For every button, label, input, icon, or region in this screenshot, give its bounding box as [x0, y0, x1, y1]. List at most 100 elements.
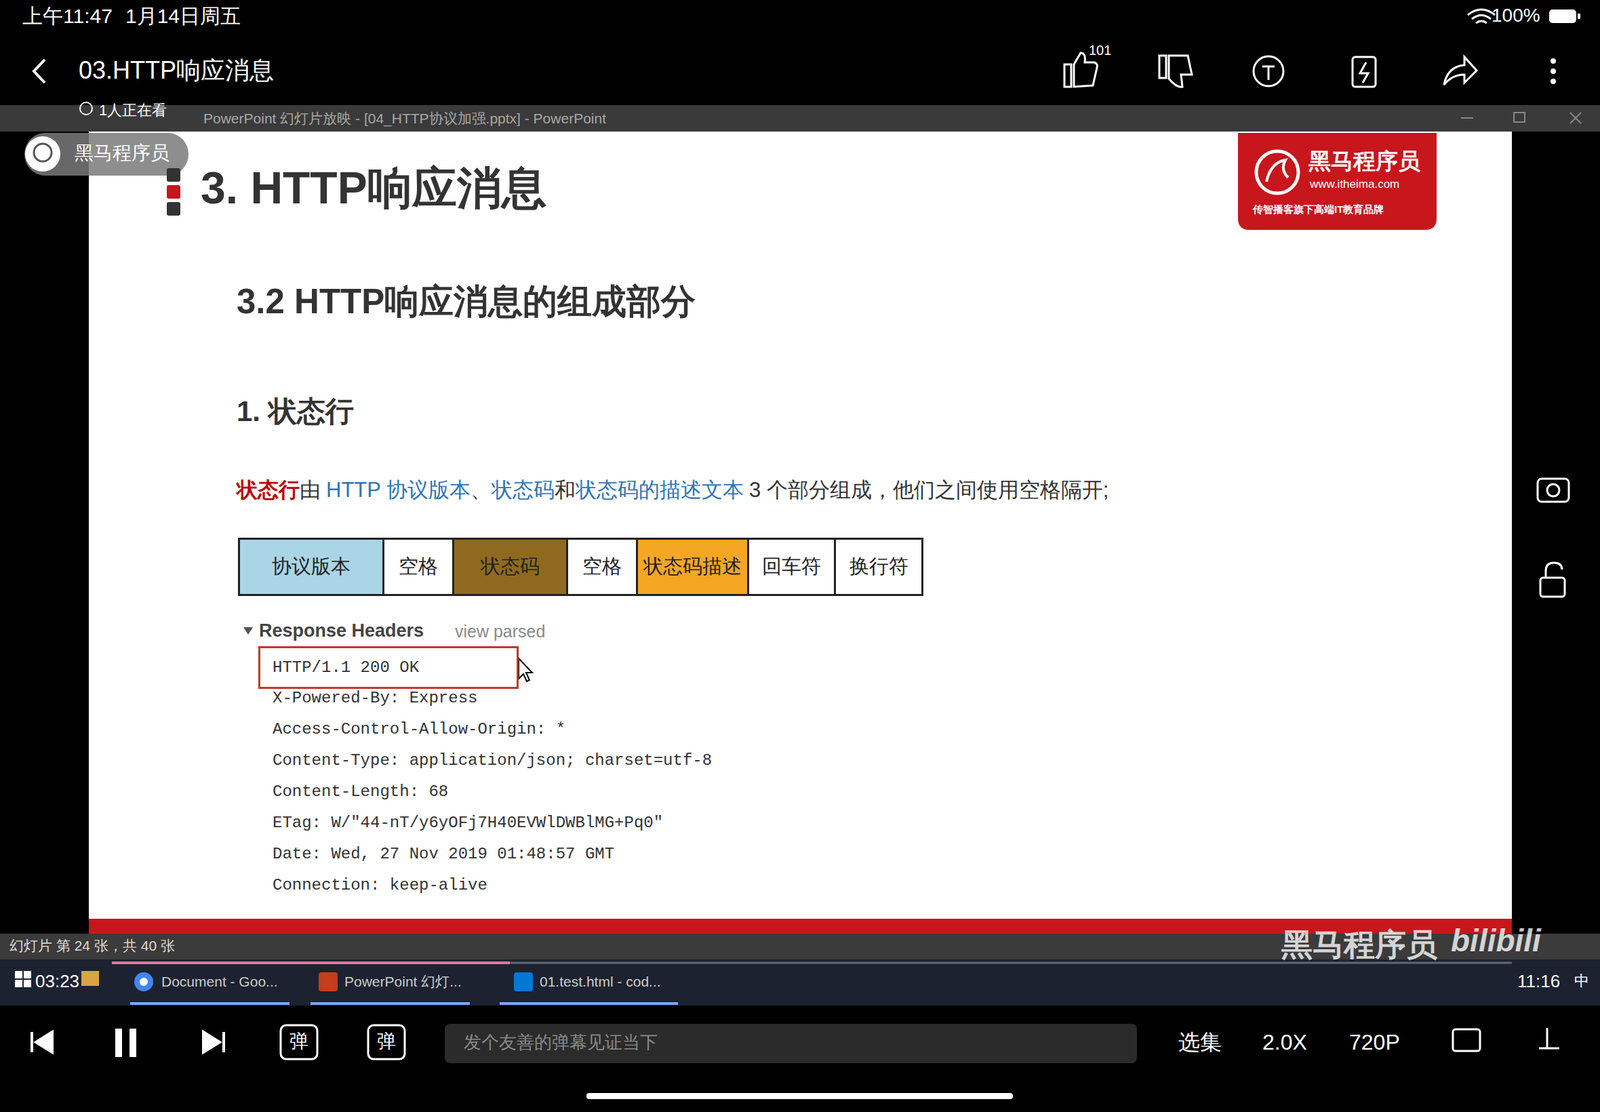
box-text: 空格 [582, 553, 622, 581]
box-text: 回车符 [762, 553, 822, 581]
title-marker [166, 202, 181, 216]
input-method: 中 [1574, 972, 1590, 990]
box-text: 状态码描述 [643, 553, 742, 581]
header-line: X-Powered-By: Express [272, 688, 478, 709]
slide-counter: 幻灯片 第 24 张，共 40 张 [9, 936, 175, 954]
logo-slogan: 传智播客旗下高端IT教育品牌 [1252, 203, 1384, 216]
active-app-underline [310, 1002, 470, 1005]
more-dot [1550, 78, 1556, 85]
episode-button: 选集 [1178, 1029, 1222, 1055]
camera-lens [1547, 484, 1560, 497]
sentence-part: 状态码 [491, 475, 555, 505]
windows-logo [23, 979, 32, 988]
restore-icon [1513, 112, 1525, 123]
danmaku-settings [368, 1025, 405, 1059]
lock-shackle [1545, 562, 1563, 578]
title-marker [166, 168, 181, 182]
ppt-title-bar [0, 105, 1600, 132]
screenshot-icon [1537, 478, 1569, 502]
header-line: Content-Length: 68 [272, 782, 449, 803]
header-line: Content-Type: application/json; charset=… [272, 751, 712, 771]
section-heading: 3.2 HTTP响应消息的组成部分 [236, 280, 696, 323]
sentence-part: 状态码的描述文本 [575, 475, 744, 505]
chrome-icon [134, 972, 154, 992]
header-line: Access-Control-Allow-Origin: * [272, 720, 566, 740]
exit-fullscreen-icon [1538, 1027, 1560, 1049]
sentence-part: 状态行 [236, 475, 300, 505]
danmaku-icon-text: 弹 [289, 1029, 309, 1053]
charge-icon [1352, 56, 1376, 87]
sentence-part: 、 [470, 475, 492, 505]
box-text: 换行符 [849, 553, 909, 581]
uploader-avatar [25, 136, 61, 172]
minimize-icon [1461, 117, 1474, 119]
box-text: 协议版本 [271, 553, 351, 581]
charge-bolt [1360, 62, 1369, 83]
box-text: 状态码 [480, 553, 540, 581]
like-count: 101 [1088, 42, 1112, 59]
sentence-part: 3 个部分组成，他们之间使用空格隔开; [749, 475, 1109, 505]
viewer-count: 1人正在看 [98, 101, 167, 120]
dislike-icon [1159, 55, 1192, 87]
share-icon [1444, 56, 1477, 85]
watermark: bilibili [1450, 922, 1542, 960]
field-box: 状态码描述 [635, 537, 750, 596]
quality-button: 720P [1349, 1029, 1400, 1055]
video-title: 03.HTTP响应消息 [78, 55, 274, 85]
mouse-cursor [518, 658, 533, 682]
logo-box [1237, 132, 1437, 230]
highlight-box: HTTP/1.1 200 OK [258, 646, 519, 689]
logo-url: www.itheima.com [1309, 177, 1400, 192]
field-box: 回车符 [747, 537, 836, 596]
battery-icon [1549, 9, 1577, 24]
uploader-badge [24, 132, 189, 176]
header-line: ETag: W/"44-nT/y6yOFj7H40EVWlDWBlMG+Pq0" [272, 813, 664, 834]
danmaku-icon-text: 弹 [376, 1029, 396, 1053]
header-line: Date: Wed, 27 Nov 2019 01:48:57 GMT [272, 844, 615, 865]
uploader-name: 黑马程序员 [74, 141, 170, 165]
box-text: HTTP/1.1 200 OK [272, 658, 419, 677]
box-text: 空格 [398, 553, 438, 581]
title-marker [166, 185, 181, 199]
panel-heading: Response Headers [258, 619, 424, 642]
field-box: 空格 [566, 537, 638, 596]
back-arrow [33, 59, 45, 83]
sentence-part: HTTP 协议版本 [326, 475, 471, 505]
lock-icon [1540, 577, 1565, 597]
pip-icon [1452, 1029, 1480, 1051]
field-box: 空格 [382, 537, 455, 596]
chrome-center [139, 977, 148, 986]
field-box: 换行符 [833, 537, 924, 596]
vscode-icon [513, 972, 533, 992]
danmaku-toggle [280, 1025, 318, 1059]
pause-bar [115, 1028, 123, 1057]
expand-triangle [243, 627, 253, 635]
description-sentence: 状态行由HTTP 协议版本、状态码和状态码的描述文本3 个部分组成，他们之间使用… [236, 475, 1109, 505]
status-time: 上午11:47 [22, 4, 113, 29]
playback-time: 03:23 [35, 970, 80, 992]
sentence-part: 由 [299, 475, 321, 505]
battery-tip [1577, 13, 1581, 19]
taskbar-app: PowerPoint 幻灯... [344, 972, 462, 990]
watermark: 黑马程序员 [1281, 926, 1438, 964]
wifi-icon [1467, 9, 1495, 24]
status-date: 1月14日周五 [125, 4, 241, 29]
home-indicator [586, 1092, 1013, 1099]
windows-logo [14, 970, 23, 979]
subsection-heading: 1. 状态行 [236, 394, 354, 429]
panel-link: view parsed [454, 621, 546, 642]
logo-horse-head [1266, 160, 1289, 182]
speed-button: 2.0X [1262, 1029, 1308, 1055]
active-app-underline [130, 1002, 290, 1005]
close-icon [1570, 112, 1582, 124]
more-dot [1550, 58, 1556, 64]
progress-played [111, 961, 510, 965]
window-title: PowerPoint 幻灯片放映 - [04_HTTP协议加强.pptx] - … [203, 109, 607, 127]
previous-button [31, 1031, 53, 1053]
header-line: Connection: keep-alive [272, 875, 488, 896]
slide-title: 3. HTTP响应消息 [200, 161, 547, 215]
coin-mark [1262, 66, 1275, 80]
avatar-mark [33, 143, 52, 162]
taskbar [0, 959, 1600, 1006]
